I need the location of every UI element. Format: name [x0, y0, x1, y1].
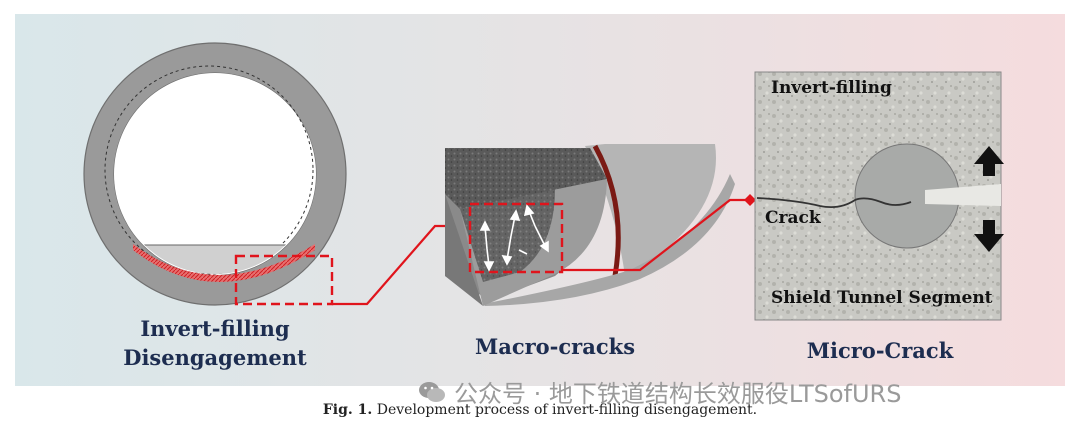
caption-text: Development process of invert-filling di… [376, 402, 758, 418]
micro-label-invert-filling: Invert-filling [771, 78, 892, 98]
panel-title-macro-cracks: Macro-cracks [474, 334, 636, 359]
displaced-ring-outline [104, 65, 314, 275]
segment-block [445, 144, 735, 306]
panel-title-disengagement: Invert-filling Disengagement [115, 314, 315, 372]
wechat-icon [419, 381, 445, 402]
panel-title-line2: Disengagement [123, 345, 307, 370]
arrow-up-icon [974, 146, 1004, 176]
micro-label-segment: Shield Tunnel Segment [771, 288, 993, 308]
crack-line [756, 197, 912, 209]
figure-graphic [15, 14, 1065, 386]
watermark-text: 公众号 · 地下铁道结构长效服役LTSofURS [454, 380, 902, 408]
connector-line-2 [562, 198, 750, 272]
gap-hatch [133, 244, 315, 282]
connector-node-2 [744, 194, 756, 206]
arrow-down-icon [974, 220, 1004, 252]
crack-arrows [479, 204, 549, 272]
figure-panel: Invert-filling Disengagement Macro-crack… [15, 14, 1065, 386]
panel-title-line1: Invert-filling [140, 316, 290, 341]
figure-caption: Fig. 1. Development process of invert-fi… [0, 402, 1080, 418]
watermark: 公众号 · 地下铁道结构长效服役LTSofURS [418, 374, 901, 409]
tunnel-ring [83, 42, 347, 306]
micro-crack-image [754, 71, 1004, 321]
highlight-box-1 [234, 254, 334, 306]
micro-label-crack: Crack [765, 208, 821, 228]
caption-label: Fig. 1. [322, 402, 373, 418]
highlight-box-2 [468, 202, 564, 274]
panel-title-micro-crack: Micro-Crack [806, 338, 954, 363]
